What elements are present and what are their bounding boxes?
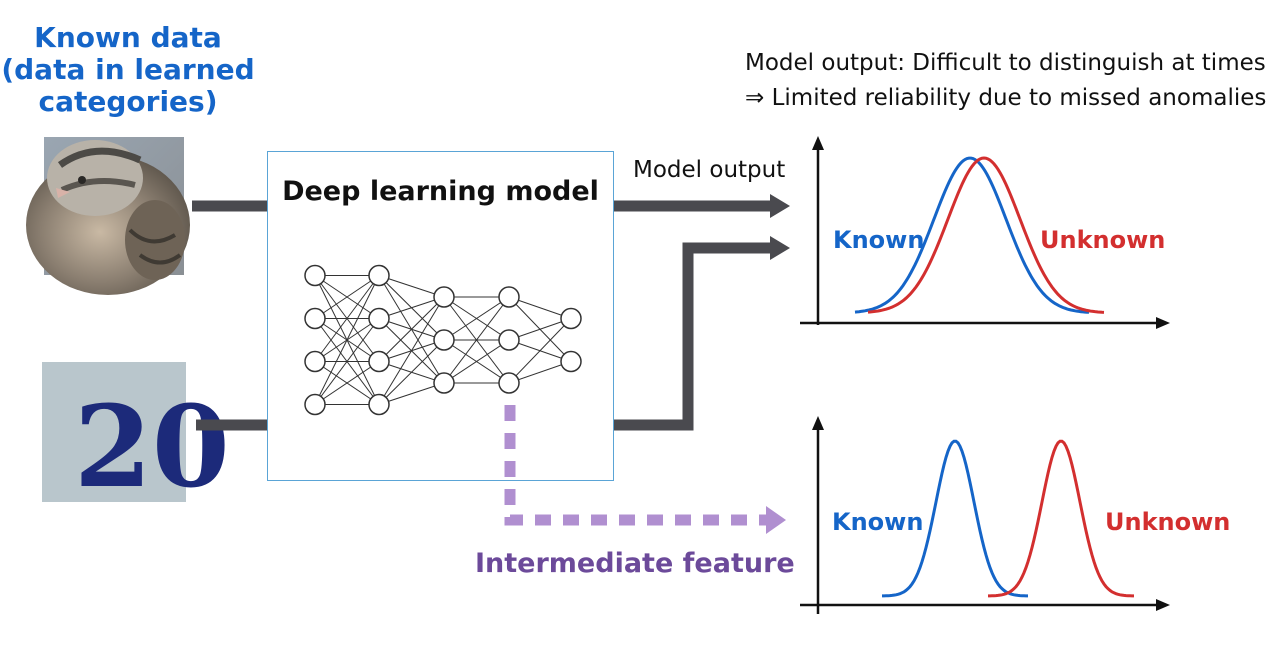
nn-connection: [314, 318, 380, 405]
nn-node: [368, 350, 390, 373]
bottom-plot-unknown-label: Unknown: [1105, 508, 1231, 536]
bottom-plot-axes: [800, 416, 1170, 614]
digit-image-text: 20: [74, 382, 230, 513]
nn-connection: [378, 296, 445, 405]
neural-network-graphic: [304, 264, 582, 416]
nn-node: [433, 372, 455, 394]
nn-node: [498, 286, 520, 308]
nn-node: [433, 286, 455, 308]
digit-image: 20: [42, 362, 230, 513]
nn-connection: [378, 275, 445, 298]
model-output-note: Model output: Difficult to distinguish a…: [745, 46, 1266, 116]
output-arrow-bottom: [614, 236, 790, 431]
nn-node: [304, 307, 326, 330]
nn-connection: [314, 361, 380, 405]
nn-connection: [378, 296, 445, 319]
nn-connection: [508, 361, 572, 384]
nn-node: [368, 264, 390, 287]
nn-connection: [378, 296, 445, 362]
nn-node: [560, 307, 582, 330]
nn-connection: [508, 296, 572, 319]
deep-learning-model-title: Deep learning model: [282, 176, 599, 207]
top-plot-axes: [800, 136, 1170, 329]
bottom-plot-unknown-curve: [988, 439, 1134, 598]
nn-connection: [443, 296, 510, 341]
nn-connection: [314, 275, 380, 405]
nn-node: [498, 372, 520, 394]
model-output-note-line-1: Model output: Difficult to distinguish a…: [745, 50, 1266, 76]
nn-connection: [314, 275, 380, 319]
known-data-title-line-1: Known data: [34, 21, 222, 54]
model-output-label: Model output: [633, 157, 786, 183]
nn-node: [304, 393, 326, 416]
nn-connection: [378, 339, 445, 405]
known-data-title: Known data (data in learned categories): [0, 22, 256, 118]
nn-node: [433, 329, 455, 351]
top-plot-known-curve: [854, 156, 1090, 314]
nn-connection: [443, 339, 510, 384]
known-data-title-line-3: categories): [38, 85, 218, 118]
nn-connection: [508, 318, 572, 384]
output-arrow-top: [614, 194, 790, 218]
intermediate-feature-arrow: [504, 405, 786, 534]
top-plot-unknown-curve: [867, 156, 1105, 314]
nn-node: [304, 350, 326, 373]
nn-connection: [508, 318, 572, 341]
bird-image: [26, 137, 190, 295]
nn-node: [560, 350, 582, 373]
model-output-note-line-2: ⇒ Limited reliability due to missed anom…: [745, 85, 1267, 111]
intermediate-feature-label: Intermediate feature: [475, 548, 795, 579]
top-plot-known-label: Known: [833, 226, 925, 254]
nn-connection: [314, 275, 380, 362]
top-plot-unknown-label: Unknown: [1040, 226, 1166, 254]
bottom-plot-known-curve: [882, 439, 1028, 598]
nn-node: [304, 264, 326, 287]
nn-connection: [443, 296, 510, 384]
bottom-plot-known-label: Known: [832, 508, 924, 536]
nn-node: [368, 393, 390, 416]
known-data-title-line-2: (data in learned: [1, 53, 255, 86]
nn-node: [368, 307, 390, 330]
nn-node: [498, 329, 520, 351]
nn-connection: [378, 382, 445, 405]
